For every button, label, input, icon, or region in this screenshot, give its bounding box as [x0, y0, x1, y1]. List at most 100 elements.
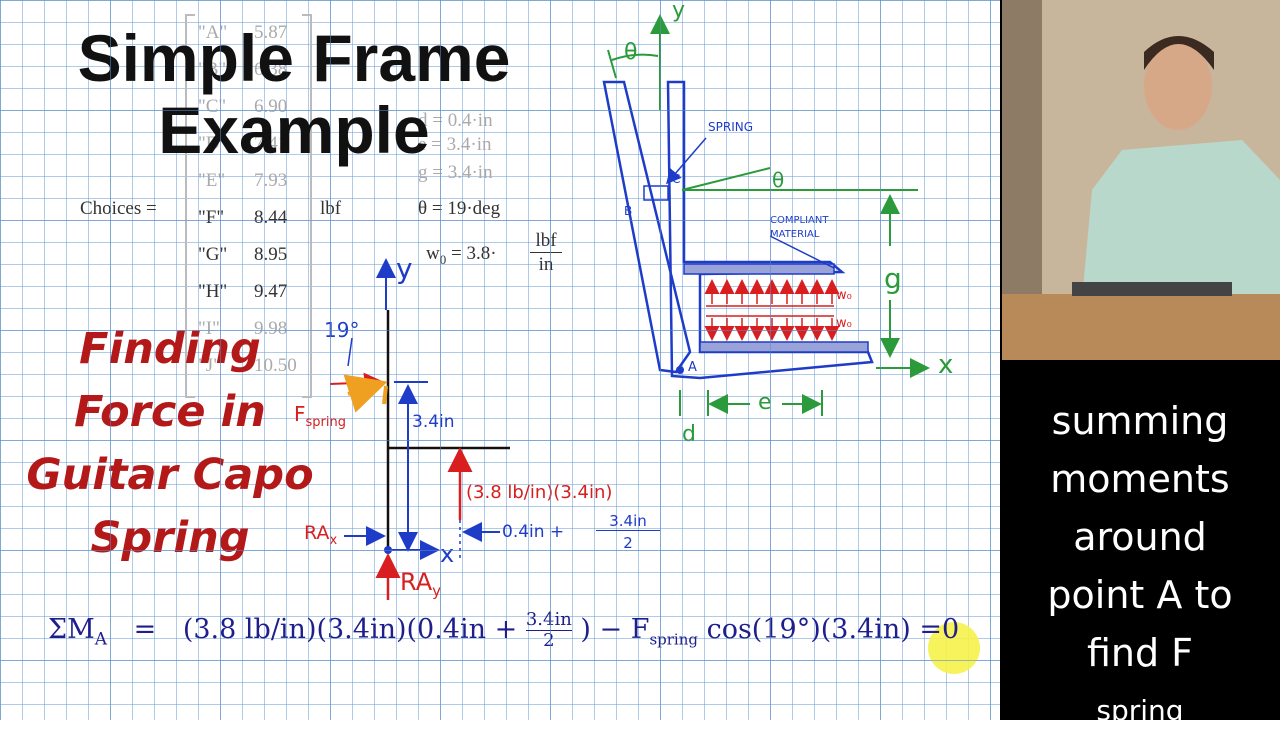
result-highlight: [928, 622, 980, 674]
slide-subtitle: Finding Force in Guitar Capo Spring: [10, 318, 330, 570]
choice-letter: "B": [198, 59, 227, 80]
eq-term2: ) − Fspring: [580, 614, 698, 649]
fbd-x-label: x: [440, 540, 455, 568]
choice-letter: "E": [198, 170, 226, 191]
eq-fraction: 3.4in 2: [525, 609, 572, 651]
eq-term1: (3.8 lb/in)(3.4in)(0.4in +: [182, 614, 518, 645]
param-g: g = 3.4·in: [418, 162, 493, 183]
param-theta: θ = 19·deg: [418, 198, 501, 219]
presenter-illustration: [1002, 0, 1280, 360]
distributed-load-down: [704, 315, 840, 341]
presenter-hair: [1144, 36, 1214, 70]
capo-g-label: g: [884, 262, 902, 295]
fbd-angle-label: 19°: [324, 318, 360, 342]
choice-value: 9.98: [254, 318, 288, 339]
fbd-distance-label: 0.4in +: [502, 522, 565, 542]
choice-row: "C" 6.90: [198, 96, 287, 118]
choice-row: "B" 6.38: [198, 59, 287, 81]
capo-e-label: e: [758, 390, 772, 415]
caption-line-2: moments: [1050, 457, 1230, 501]
caption-line-4: point A to: [1047, 573, 1233, 617]
choice-letter: "D": [198, 133, 228, 154]
choice-row: "F"8.44: [198, 207, 287, 229]
choice-row: "E" 7.93: [198, 170, 287, 192]
choice-value: 8.95: [254, 244, 288, 265]
fbd-height-label: 3.4in: [412, 412, 455, 432]
fbd-ray-label: RAy: [400, 568, 442, 600]
capo-w0-top: w₀: [836, 288, 852, 303]
subtitle-line-3: Guitar Capo: [26, 450, 314, 500]
capo-theta-top: θ: [624, 40, 638, 65]
choice-value: 7.41: [254, 133, 288, 154]
choice-row: "J" 10.50: [198, 355, 297, 377]
distributed-load-up: [704, 279, 840, 307]
choice-row: "G" 8.95: [198, 244, 287, 266]
subtitle-line-2: Force in: [74, 387, 266, 437]
presenter-shirt: [1082, 140, 1280, 300]
title-line-2: Example: [158, 93, 430, 167]
fbd-y-label: y: [396, 252, 413, 285]
capo-spring-label: SPRING: [708, 120, 754, 134]
choice-letter: "H": [198, 281, 228, 302]
choices-bracket-left: [185, 14, 195, 398]
presenter-head: [1144, 42, 1212, 130]
capo-a-label: A: [688, 360, 697, 375]
capo-theta-guide: [607, 49, 617, 79]
choice-value: 6.90: [254, 96, 288, 117]
lecture-slide: Choices = lbf "A"5.87"B"6.38"C"6.90"D"7.…: [0, 0, 1000, 720]
capo-diagram: [602, 14, 930, 416]
laptop: [1072, 282, 1232, 296]
choice-letter: "A": [198, 22, 228, 43]
capo-lever-arm: [602, 80, 692, 374]
fspring-horizontal-arrow: [329, 372, 384, 393]
param-e: e = 3.4·in: [418, 134, 492, 155]
param-w0-num: lbf: [530, 230, 562, 253]
spring-coil: [643, 185, 669, 201]
compliant-pointer: [769, 235, 835, 269]
choice-letter: "C": [198, 96, 227, 117]
eq-result: =0: [919, 614, 960, 645]
capo-angle-line: [681, 167, 771, 191]
fbd-load-label: (3.8 lb/in)(3.4in): [466, 482, 613, 503]
choices-unit: lbf: [320, 198, 342, 219]
choice-letter: "F": [198, 207, 225, 228]
caption-line-1: summing: [1051, 399, 1229, 443]
moment-equation: ΣMA = (3.8 lb/in)(3.4in)(0.4in + 3.4in 2…: [48, 610, 959, 651]
presenter-photo: [1002, 0, 1280, 360]
caption-line-3: around: [1073, 515, 1207, 559]
choice-row: "H" 9.47: [198, 281, 287, 303]
compliant-material-top: [683, 263, 835, 275]
choice-value: 6.38: [254, 59, 288, 80]
video-panel: summing moments around point A to find F…: [1000, 0, 1280, 727]
capo-b-label: B: [624, 204, 633, 218]
lectern: [1002, 294, 1280, 360]
choice-letter: "J": [198, 355, 221, 376]
fspring-component: [382, 385, 388, 405]
choice-letter: "G": [198, 244, 228, 265]
eq-term3: cos(19°)(3.4in): [706, 614, 911, 645]
compliant-material-bottom: [699, 341, 869, 353]
caption-text: summing moments around point A to find F…: [1000, 392, 1280, 740]
capo-frame: [666, 80, 874, 380]
capo-d-label: d: [682, 422, 696, 447]
fbd-distance-den: 2: [623, 534, 633, 552]
choice-row: "D" 7.41: [198, 133, 287, 155]
capo-x-label: x: [938, 350, 954, 380]
subtitle-line-4: Spring: [90, 513, 250, 563]
choice-value: 5.87: [254, 22, 288, 43]
choice-value: 9.47: [254, 281, 288, 302]
capo-theta-side: θ: [772, 168, 785, 192]
angle-guide: [347, 337, 353, 367]
capo-c-label: C: [672, 172, 681, 186]
capo-y-label: y: [672, 0, 686, 23]
slide-title: Simple Frame Example: [14, 22, 574, 166]
choice-value: 10.50: [254, 355, 297, 376]
choice-value: 7.93: [254, 170, 288, 191]
param-w0: w0 = 3.8·: [426, 243, 497, 267]
capo-theta-arc: [611, 53, 659, 61]
param-w0-den: in: [538, 254, 554, 275]
fbd-rax-label: RAx: [304, 522, 338, 548]
free-body-diagram: [329, 14, 930, 600]
